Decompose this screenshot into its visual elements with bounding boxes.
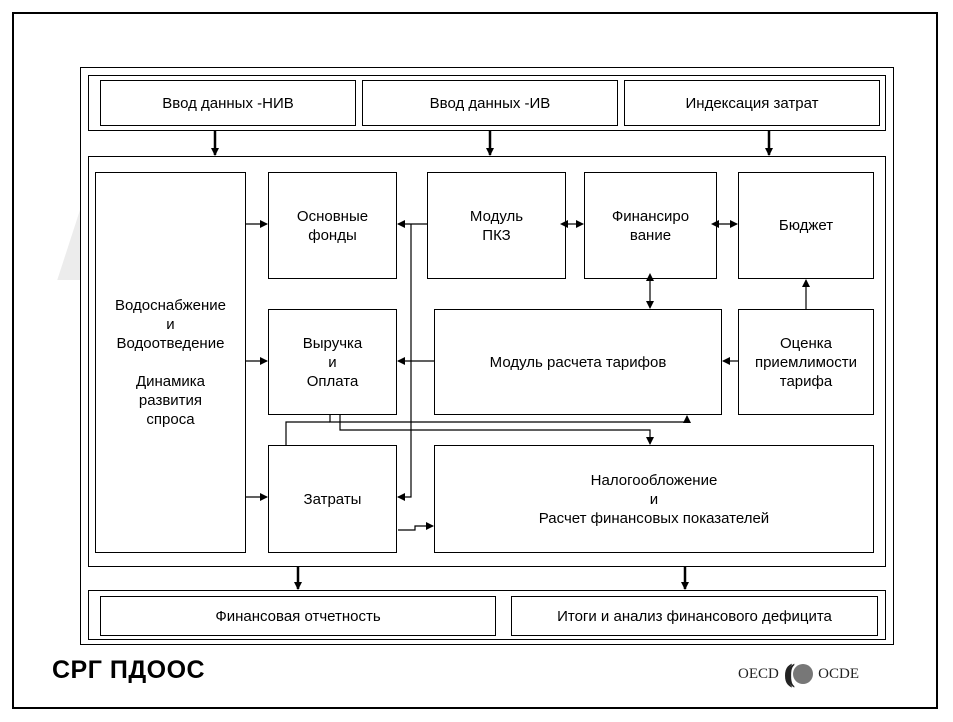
logo-text-left: OECD	[738, 665, 779, 682]
oecd-logo: OECD (( OCDE	[738, 661, 860, 687]
block-revenue: Выручка и Оплата	[268, 309, 397, 415]
input-cost-indexation: Индексация затрат	[624, 80, 880, 126]
output-deficit-analysis: Итоги и анализ финансового дефицита	[511, 596, 878, 636]
block-pkz-module: Модуль ПКЗ	[427, 172, 566, 279]
block-tariff-affordability: Оценка приемлимости тарифа	[738, 309, 874, 415]
oecd-globe-icon: ((	[784, 661, 814, 687]
block-fixed-assets: Основные фонды	[268, 172, 397, 279]
logo-text-right: OCDE	[818, 665, 860, 682]
input-niv: Ввод данных -НИВ	[100, 80, 356, 126]
output-financial-reporting: Финансовая отчетность	[100, 596, 496, 636]
block-tariff-module: Модуль расчета тарифов	[434, 309, 722, 415]
block-budget: Бюджет	[738, 172, 874, 279]
input-iv: Ввод данных -ИВ	[362, 80, 618, 126]
block-water-supply: Водоснабжение и Водоотведение Динамика р…	[95, 172, 246, 553]
block-taxation: Налогообложение и Расчет финансовых пока…	[434, 445, 874, 553]
block-costs: Затраты	[268, 445, 397, 553]
footer-title: СРГ ПДООС	[52, 656, 206, 684]
block-financing: Финансиро вание	[584, 172, 717, 279]
